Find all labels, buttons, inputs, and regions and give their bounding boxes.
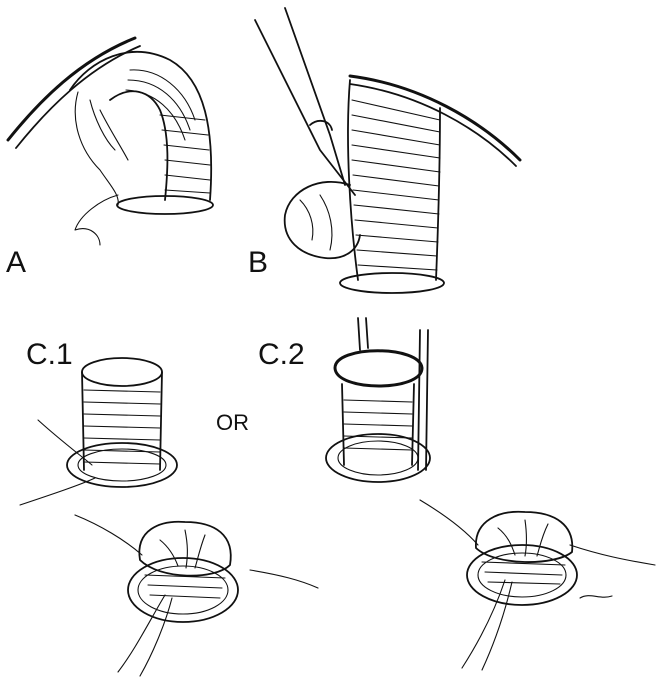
panel-c1-sutures (19, 419, 96, 506)
panel-c2-stoma-ring-inner (337, 440, 419, 476)
or-label: OR (216, 410, 249, 435)
panel-b-clamp-jaw-2 (284, 7, 346, 186)
panel-c2-lower-hatching (481, 561, 566, 585)
panel-a-drawing (6, 36, 214, 246)
panel-b-bowel-hatching (351, 99, 441, 271)
panel-c2-upper-drawing (325, 317, 431, 483)
panel-c2-bowel-walls (341, 383, 415, 466)
panel-c2-lower-drawing (419, 499, 656, 671)
panel-a-bowel-inner (109, 90, 169, 201)
panel-b-stoma-ring (339, 272, 445, 294)
panel-b-mesentery (283, 180, 361, 260)
panel-c1-bowel-walls (81, 371, 163, 471)
panel-label-b: B (248, 246, 269, 279)
panel-label-a: A (6, 246, 27, 279)
artist-signature (579, 595, 613, 599)
panel-b-bowel-left (347, 79, 359, 281)
panel-c2-bowel-rim (333, 349, 424, 388)
panel-c1-upper-drawing (19, 357, 178, 506)
panel-c2-lower-sutures (419, 499, 656, 566)
panel-c2-clamp-left (357, 317, 369, 351)
panel-a-bowel-outer (69, 51, 213, 201)
panel-c2-lower-ring-inner (477, 552, 567, 598)
panel-label-c2: C.2 (258, 338, 305, 371)
panel-b-drawing (254, 7, 522, 294)
panel-c1-stoma-ring-inner (77, 448, 167, 482)
panel-a-stoma-ring (116, 195, 214, 215)
panel-a-suture (74, 194, 119, 246)
panel-label-c1: C.1 (26, 338, 73, 371)
panel-c1-lower-ring-outer (127, 557, 239, 623)
panel-c1-lower-hatching (144, 574, 226, 599)
panel-c2-lower-ring-outer (466, 544, 578, 606)
panel-c1-everted-stoma (138, 520, 232, 577)
panel-c2-bowel-hatching (343, 399, 413, 451)
panel-c2-clamp-right (417, 329, 429, 471)
panel-c1-lower-drawing (74, 514, 319, 677)
panel-a-bowel-hatching (125, 69, 211, 194)
panel-c1-stoma-ring-outer (66, 442, 178, 488)
panel-a-retractor (6, 36, 137, 142)
panel-c1-bowel-hatching (83, 389, 161, 465)
panel-b-bowel-right (435, 107, 441, 281)
panel-c1-lower-ring-inner (137, 565, 229, 615)
panel-c1-bowel-opening (81, 357, 163, 387)
panel-a-mesentery (74, 91, 119, 206)
panel-c2-everted-stoma (475, 510, 574, 563)
panel-b-retractor (348, 74, 522, 162)
panel-c2-stoma-ring-outer (325, 433, 431, 483)
panel-c1-lower-sutures (74, 514, 319, 589)
